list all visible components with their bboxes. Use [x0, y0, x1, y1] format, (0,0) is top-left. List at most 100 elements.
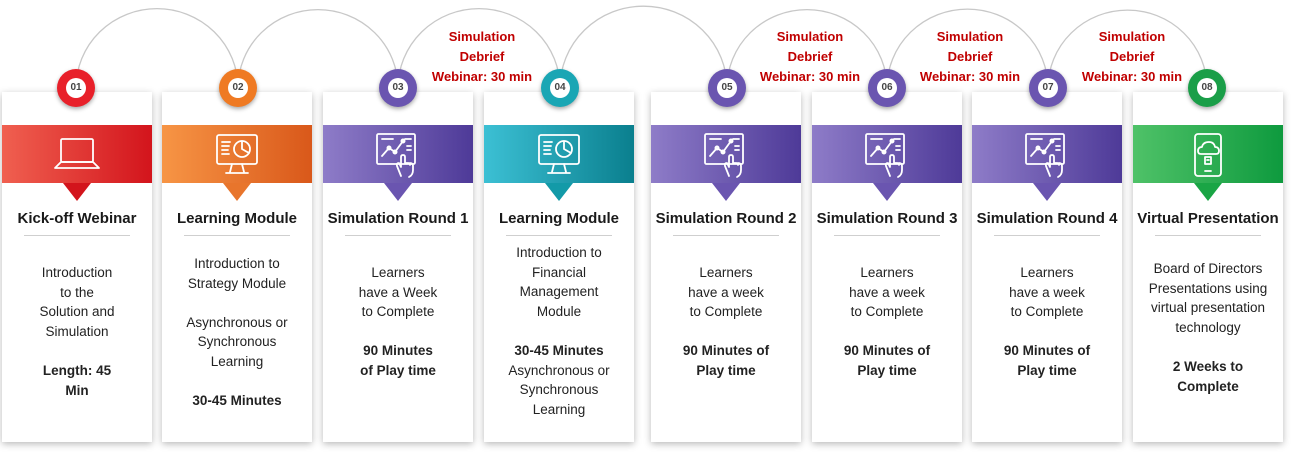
- step-description: Learners have a Week to Complete 90 Minute…: [323, 263, 473, 381]
- header-pointer: [63, 183, 91, 201]
- description-line: 90 Minutes of: [843, 343, 931, 359]
- description-line: have a week: [849, 284, 925, 300]
- debrief-line: Debrief: [787, 49, 833, 64]
- description-line: Min: [65, 382, 89, 398]
- description-line: [1133, 337, 1283, 357]
- title-divider: [673, 235, 779, 236]
- description-line: [972, 322, 1122, 342]
- header-pointer: [223, 183, 251, 201]
- step-number-badge: 03: [379, 69, 417, 107]
- description-line: [162, 293, 312, 313]
- connector-arc: [886, 8, 1049, 89]
- description-line: 30-45 Minutes: [192, 393, 282, 409]
- step-description: Learners have a week to Complete 90 Minute…: [812, 263, 962, 381]
- description-line: Management: [519, 284, 599, 300]
- step-number: 06: [877, 78, 897, 98]
- monitor-chart-icon: [216, 134, 258, 174]
- debrief-line: Simulation: [776, 29, 844, 44]
- description-line: 30-45 Minutes: [514, 342, 604, 358]
- description-line: 90 Minutes: [363, 343, 433, 359]
- description-line: Play time: [857, 362, 917, 378]
- debrief-line: Webinar: 30 min: [759, 69, 861, 84]
- header-pointer: [712, 183, 740, 201]
- debrief-line: Simulation: [448, 29, 516, 44]
- step-title: Simulation Round 3: [816, 210, 958, 227]
- header-pointer: [1033, 183, 1061, 201]
- debrief-line: Debrief: [1109, 49, 1155, 64]
- description-line: technology: [1175, 319, 1241, 335]
- step-title: Simulation Round 4: [976, 210, 1118, 227]
- description-line: Complete: [1177, 378, 1239, 394]
- step-header-band: [1133, 125, 1283, 201]
- step-header-band: [323, 125, 473, 201]
- step-title: Virtual Presentation: [1137, 210, 1279, 227]
- description-line: virtual presentation: [1150, 300, 1266, 316]
- title-divider: [24, 235, 130, 236]
- description-line: Learning: [210, 353, 264, 369]
- debrief-line: Simulation: [1098, 29, 1166, 44]
- header-pointer: [384, 183, 412, 201]
- description-line: to Complete: [850, 304, 924, 320]
- description-line: Length: 45: [42, 362, 112, 378]
- debrief-line: Debrief: [947, 49, 993, 64]
- description-line: Learners: [860, 265, 914, 280]
- description-line: Solution and: [39, 304, 115, 320]
- step-number-badge: 05: [708, 69, 746, 107]
- description-line: Financial: [531, 264, 587, 280]
- description-line: Synchronous: [197, 334, 277, 350]
- description-line: Learners: [371, 265, 425, 280]
- touch-dashboard-icon: [376, 133, 416, 178]
- connector-arc: [559, 5, 728, 89]
- step-header-band: [484, 125, 634, 201]
- title-divider: [1155, 235, 1261, 236]
- header-pointer: [1194, 183, 1222, 201]
- description-line: 90 Minutes of: [1003, 343, 1091, 359]
- description-line: Board of Directors: [1153, 261, 1263, 276]
- title-divider: [994, 235, 1100, 236]
- description-line: 90 Minutes of: [682, 343, 770, 359]
- connector-arc: [726, 8, 888, 89]
- description-line: to Complete: [361, 304, 435, 320]
- touch-dashboard-icon: [1025, 133, 1065, 178]
- description-line: Presentations using: [1148, 280, 1268, 296]
- connector-arc: [1047, 9, 1208, 89]
- description-line: [162, 372, 312, 392]
- description-line: to Complete: [1010, 304, 1084, 320]
- tablet-cloud-icon: [1194, 133, 1222, 177]
- description-line: to Complete: [689, 304, 763, 320]
- laptop-icon: [54, 138, 100, 169]
- step-number: 03: [388, 78, 408, 98]
- description-line: 2 Weeks to: [1172, 358, 1244, 374]
- step-number-badge: 02: [219, 69, 257, 107]
- description-line: Asynchronous or: [186, 314, 288, 330]
- title-divider: [506, 235, 612, 236]
- step-title: Simulation Round 2: [655, 210, 797, 227]
- debrief-line: Debrief: [459, 49, 505, 64]
- description-line: Synchronous: [519, 382, 599, 398]
- step-number-badge: 08: [1188, 69, 1226, 107]
- description-line: Introduction: [41, 265, 113, 280]
- title-divider: [345, 235, 451, 236]
- step-title: Kick-off Webinar: [17, 210, 137, 227]
- step-number: 05: [717, 78, 737, 98]
- description-line: Learning: [532, 401, 586, 417]
- step-number-badge: 04: [541, 69, 579, 107]
- step-number: 02: [228, 78, 248, 98]
- description-line: Introduction to: [194, 256, 280, 271]
- description-line: Asynchronous or: [508, 362, 610, 378]
- step-header-band: [2, 125, 152, 201]
- description-line: Strategy Module: [187, 275, 287, 291]
- description-line: have a Week: [358, 284, 438, 300]
- step-number-badge: 06: [868, 69, 906, 107]
- connector-arc: [397, 7, 561, 89]
- description-line: Play time: [1017, 362, 1077, 378]
- touch-dashboard-icon: [865, 133, 905, 178]
- description-line: [812, 322, 962, 342]
